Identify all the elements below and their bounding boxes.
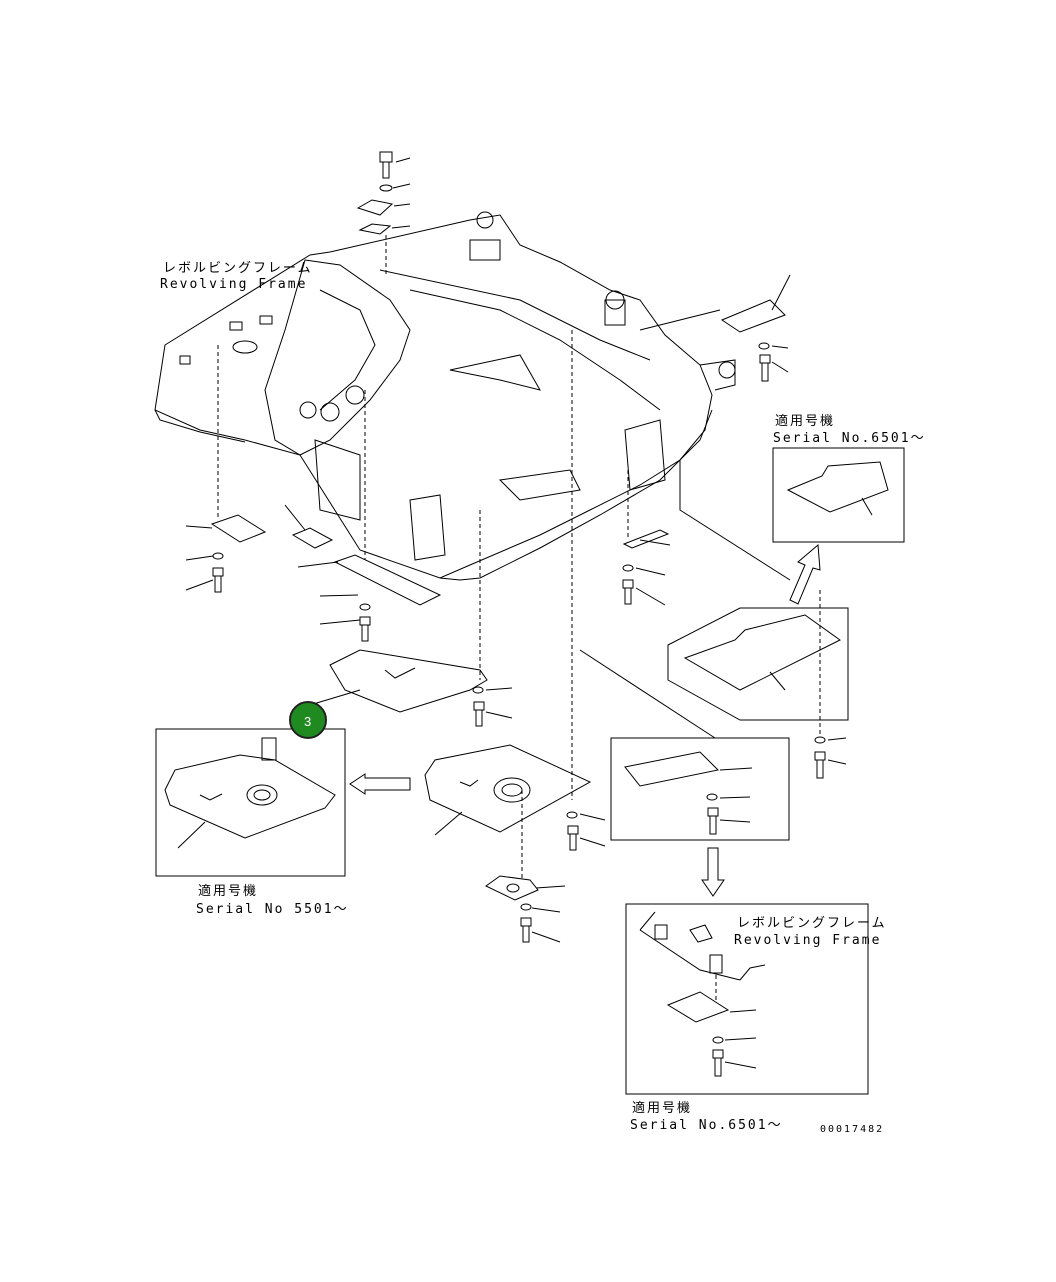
center-lower-parts: [309, 330, 606, 943]
label-serial-en-bottom: Serial No.6501～: [630, 1118, 783, 1133]
mid-right-inset: [610, 737, 790, 841]
arrows: [349, 543, 821, 897]
left-side-parts: [185, 345, 442, 642]
label-serial-en-left: Serial No 5501～: [196, 902, 349, 917]
top-bolt-stack: [356, 151, 411, 275]
callout-number: 3: [304, 714, 311, 729]
label-rf-jp-inset: レボルビングフレーム: [737, 916, 887, 931]
label-serial-en-right: Serial No.6501～: [773, 431, 926, 446]
label-rf-en-main: Revolving Frame: [160, 277, 307, 292]
bottom-right-inset: [625, 903, 869, 1095]
label-rf-jp-main: レボルビングフレーム: [163, 261, 313, 276]
label-serial-jp-bottom: 適用号機: [632, 1100, 692, 1116]
label-serial-jp-left: 適用号機: [198, 883, 258, 899]
serial-inset-left: [155, 728, 346, 877]
revolving-frame: [154, 211, 736, 581]
drawing-number: 00017482: [820, 1124, 884, 1135]
right-lower-parts: [579, 460, 847, 779]
label-rf-en-inset: Revolving Frame: [734, 933, 881, 948]
serial-inset-right: [772, 447, 905, 543]
right-middle-inset: [667, 607, 849, 721]
callout-3[interactable]: 3: [289, 701, 327, 739]
right-upper-cover: [639, 274, 791, 382]
label-serial-jp-right: 適用号機: [775, 413, 835, 429]
callout-circle[interactable]: [289, 701, 327, 739]
